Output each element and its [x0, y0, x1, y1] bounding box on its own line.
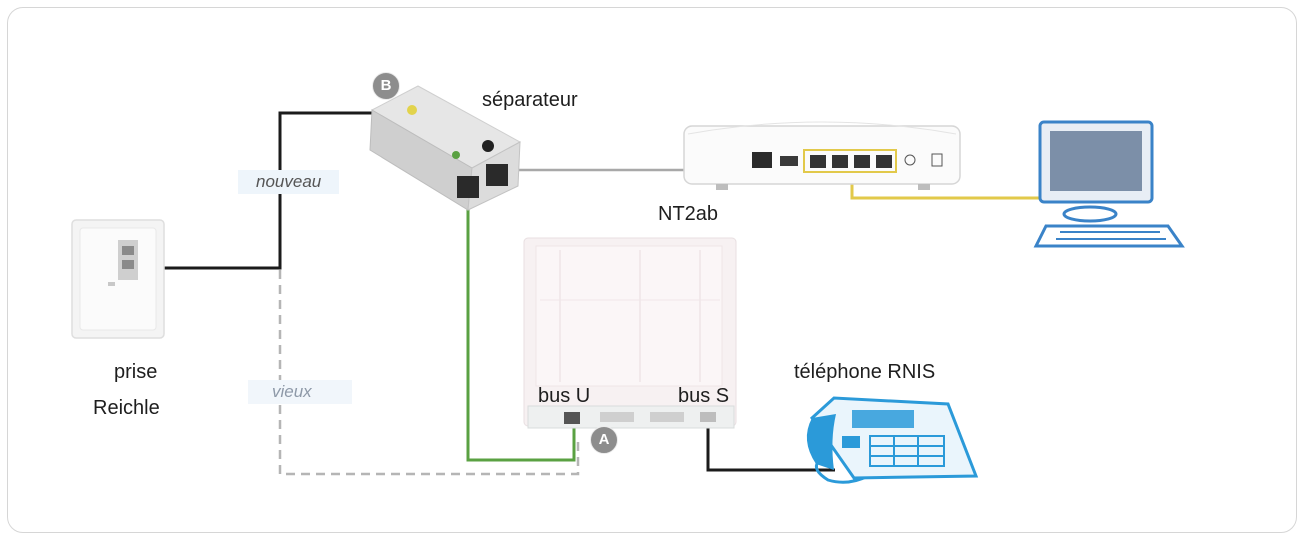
bus-u-label: bus U: [538, 385, 591, 407]
socket-label-line2: Reichle: [93, 397, 160, 419]
wall-socket-icon: [71, 219, 165, 339]
cable-separator-to-nt2ab: [466, 205, 576, 462]
isdn-phone-label: téléphone RNIS: [794, 361, 936, 383]
cable-nt2ab-to-phone: [706, 420, 835, 472]
computer-icon: [1033, 120, 1185, 248]
isdn-phone-icon: [806, 396, 979, 484]
separator-device-icon: [369, 85, 522, 211]
nt2ab-label: NT2ab: [658, 203, 719, 225]
bus-s-label: bus S: [678, 385, 730, 407]
nt2ab-device-icon: [523, 237, 737, 429]
separator-label: séparateur: [482, 89, 578, 111]
cable-old-wiring: [278, 270, 580, 476]
badge-a: A: [590, 426, 618, 454]
socket-label-line1: prise: [114, 361, 158, 383]
old-wiring-tag: vieux: [248, 380, 352, 404]
router-icon: [683, 121, 961, 190]
new-wiring-tag: nouveau: [238, 170, 340, 194]
badge-b: B: [372, 72, 400, 100]
